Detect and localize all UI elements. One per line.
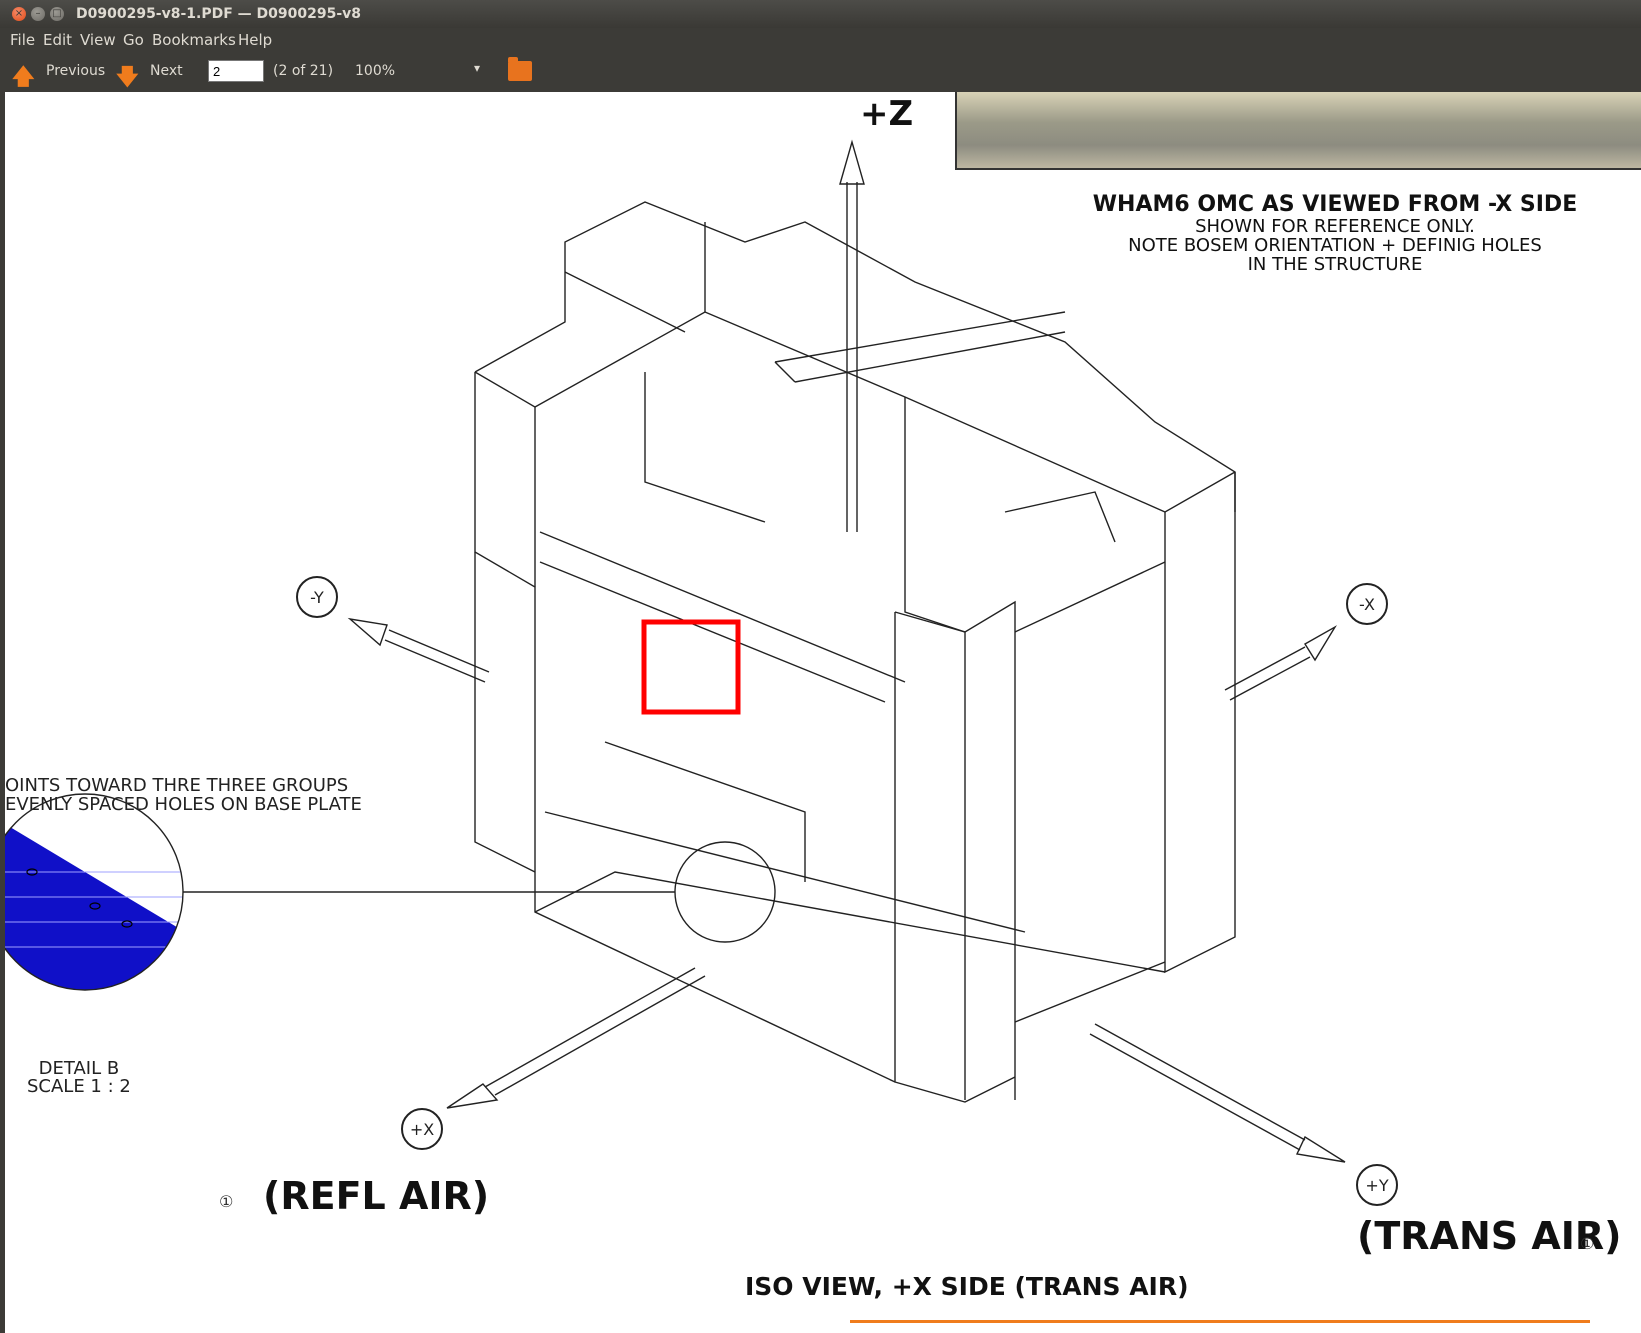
menu-view[interactable]: View <box>80 31 116 49</box>
detail-title: DETAIL B <box>38 1058 120 1079</box>
minimize-window-button[interactable]: – <box>31 7 45 21</box>
close-icon: × <box>14 8 24 19</box>
arrow-up-icon[interactable]: 🡅 <box>12 65 35 90</box>
note-line: EVENLY SPACED HOLES ON BASE PLATE <box>5 794 362 815</box>
page-number-input[interactable] <box>208 60 264 82</box>
note-line: NOTE BOSEM ORIENTATION + DEFINIG HOLES <box>1128 235 1542 256</box>
chevron-down-icon: ▾ <box>473 61 480 75</box>
maximize-icon: □ <box>52 8 62 19</box>
axis-label-plus-y: +Y <box>1365 1176 1388 1195</box>
toolbar: 🡅 Previous 🡇 Next (2 of 21) 100% ▾ <box>0 52 1641 92</box>
title-bar: × – □ D0900295-v8-1.PDF — D0900295-v8 <box>0 0 1641 28</box>
menu-file[interactable]: File <box>10 31 36 49</box>
axis-label-minus-y: -Y <box>310 588 324 607</box>
note-line: OINTS TOWARD THRE THREE GROUPS <box>5 775 349 796</box>
hex-mark: ① <box>219 1192 234 1211</box>
close-window-button[interactable]: × <box>12 7 26 21</box>
maximize-window-button[interactable]: □ <box>50 7 64 21</box>
trans-air-label: (TRANS AIR) <box>1357 1214 1622 1258</box>
refl-air-label: (REFL AIR) <box>263 1174 490 1218</box>
iso-view-caption: ISO VIEW, +X SIDE (TRANS AIR) <box>745 1272 1189 1301</box>
minimize-icon: – <box>35 8 41 19</box>
highlight-box <box>641 619 741 715</box>
note-heading: WHAM6 OMC AS VIEWED FROM -X SIDE <box>1092 192 1578 217</box>
reference-photo <box>955 92 1641 170</box>
window-title: D0900295-v8-1.PDF — D0900295-v8 <box>76 6 362 22</box>
next-button[interactable]: Next <box>150 63 183 79</box>
arrow-down-icon[interactable]: 🡇 <box>116 65 139 90</box>
zoom-value: 100% <box>355 63 396 79</box>
base-plate-note: OINTS TOWARD THRE THREE GROUPS EVENLY SP… <box>5 776 362 814</box>
document-page: -Y -X +X +Y +Z WHAM6 OM <box>5 92 1641 1333</box>
orange-underline <box>850 1320 1590 1323</box>
reference-note: WHAM6 OMC AS VIEWED FROM -X SIDE SHOWN F… <box>1065 192 1605 274</box>
note-line: SHOWN FOR REFERENCE ONLY. <box>1195 216 1475 237</box>
iso-drawing: -Y -X +X +Y <box>5 139 1398 1206</box>
zoom-select[interactable]: 100% ▾ <box>355 61 480 79</box>
axis-label-plus-x: +X <box>410 1120 434 1139</box>
page-count: (2 of 21) <box>273 63 334 79</box>
menu-bar: File Edit View Go Bookmarks Help <box>0 28 1641 52</box>
hex-mark: ① <box>1580 1234 1595 1253</box>
menu-go[interactable]: Go <box>123 31 144 49</box>
folder-icon[interactable] <box>508 57 532 81</box>
menu-bookmarks[interactable]: Bookmarks <box>152 31 236 49</box>
menu-edit[interactable]: Edit <box>43 31 73 49</box>
note-line: IN THE STRUCTURE <box>1247 254 1423 275</box>
detail-caption: DETAIL B SCALE 1 : 2 <box>27 1060 131 1096</box>
detail-scale: SCALE 1 : 2 <box>27 1076 131 1097</box>
axis-label-plus-z: +Z <box>860 94 914 134</box>
previous-button[interactable]: Previous <box>46 63 106 79</box>
detail-b-view <box>5 794 183 990</box>
axis-label-minus-x: -X <box>1359 595 1375 614</box>
menu-help[interactable]: Help <box>238 31 273 49</box>
